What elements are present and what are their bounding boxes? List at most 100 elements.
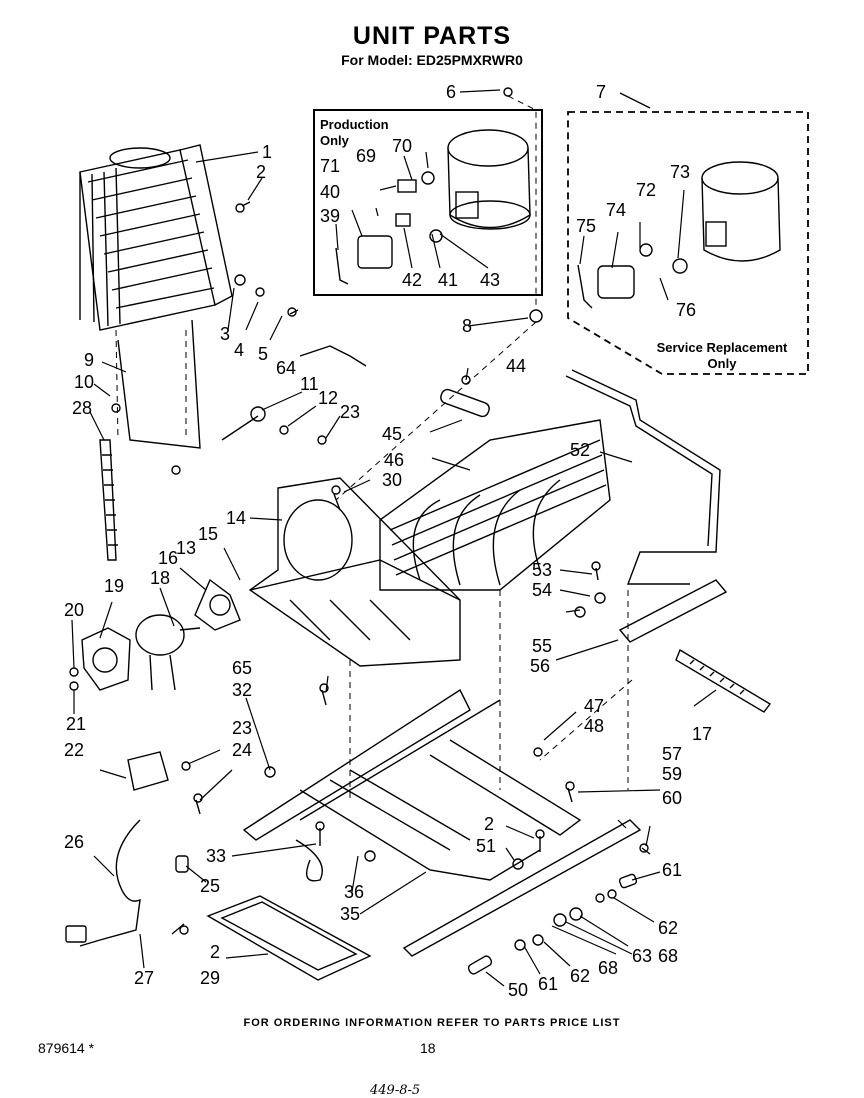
- callout-76: 76: [676, 300, 696, 320]
- condenser-coil: [79, 144, 233, 331]
- tie-strap: [675, 648, 772, 713]
- callout-23-2: 23: [232, 718, 252, 738]
- callout-25: 25: [200, 876, 220, 896]
- callout-14: 14: [226, 508, 246, 528]
- fan-shroud-base: [248, 477, 461, 667]
- callout-6: 6: [446, 82, 456, 102]
- drain-pan: [206, 895, 372, 981]
- production-label-line2: Only: [320, 133, 349, 148]
- callout-68-2: 68: [598, 958, 618, 978]
- document-number: 879614 *: [38, 1040, 95, 1056]
- callout-63: 63: [632, 946, 652, 966]
- callout-44: 44: [506, 356, 526, 376]
- callout-5: 5: [258, 344, 268, 364]
- bracket-22: [127, 751, 169, 791]
- power-cord: [79, 819, 141, 947]
- callout-9: 9: [84, 350, 94, 370]
- rail-56: [618, 579, 728, 643]
- callout-3: 3: [220, 324, 230, 344]
- production-only-label: Production Only: [320, 117, 389, 149]
- cap-69: [397, 179, 417, 193]
- heater-clip: [99, 439, 117, 561]
- callout-61: 61: [662, 860, 682, 880]
- part-64: [299, 345, 367, 367]
- callout-55: 55: [532, 636, 552, 656]
- model-subtitle: For Model: ED25PMXRWR0: [341, 52, 523, 68]
- callout-51: 51: [476, 836, 496, 856]
- callout-33: 33: [206, 846, 226, 866]
- callout-8: 8: [462, 316, 472, 336]
- callout-30: 30: [382, 470, 402, 490]
- base-frame: [242, 688, 642, 957]
- callout-56: 56: [530, 656, 550, 676]
- callout-1: 1: [262, 142, 272, 162]
- motor-bracket: [81, 627, 131, 691]
- callout-54: 54: [532, 580, 552, 600]
- production-label-line1: Production: [320, 117, 389, 132]
- screws: [69, 87, 651, 935]
- callout-12: 12: [318, 388, 338, 408]
- callout-50: 50: [508, 980, 528, 1000]
- callout-60: 60: [662, 788, 682, 808]
- terminal-70: [421, 171, 435, 185]
- callout-70: 70: [392, 136, 412, 156]
- part-73: [672, 258, 688, 274]
- callout-26: 26: [64, 832, 84, 852]
- connector-25: [175, 855, 189, 873]
- callout-24: 24: [232, 740, 252, 760]
- callout-32: 32: [232, 680, 252, 700]
- callout-53: 53: [532, 560, 552, 580]
- callout-65: 65: [232, 658, 252, 678]
- callout-18: 18: [150, 568, 170, 588]
- callout-35: 35: [340, 904, 360, 924]
- callout-52: 52: [570, 440, 590, 460]
- discharge-tube: [571, 369, 721, 585]
- callout-45: 45: [382, 424, 402, 444]
- callout-2-2: 2: [484, 814, 494, 834]
- grommet-8: [529, 309, 543, 323]
- drier: [440, 388, 490, 418]
- overload-clip-service: [577, 264, 593, 309]
- callout-46: 46: [384, 450, 404, 470]
- callout-28: 28: [72, 398, 92, 418]
- callout-20: 20: [64, 600, 84, 620]
- service-label-line2: Only: [707, 356, 737, 371]
- callout-15: 15: [198, 524, 218, 544]
- callout-2: 2: [256, 162, 266, 182]
- callout-72: 72: [636, 180, 656, 200]
- wire-33: [295, 839, 323, 882]
- page-title: UNIT PARTS: [352, 22, 512, 50]
- callout-7: 7: [596, 82, 606, 102]
- compressor-production: [447, 129, 531, 230]
- callout-16: 16: [158, 548, 178, 568]
- callout-36: 36: [344, 882, 364, 902]
- production-only-box: [313, 109, 543, 296]
- callout-68: 68: [658, 946, 678, 966]
- cover-43: [429, 229, 443, 243]
- callout-21: 21: [66, 714, 86, 734]
- callout-73: 73: [670, 162, 690, 182]
- callout-71: 71: [320, 156, 340, 176]
- callout-69: 69: [356, 146, 376, 166]
- callout-47: 47: [584, 696, 604, 716]
- callout-48: 48: [584, 716, 604, 736]
- callout-57: 57: [662, 744, 682, 764]
- overload-clip-production: [335, 247, 349, 285]
- callout-4: 4: [234, 340, 244, 360]
- callout-13: 13: [176, 538, 196, 558]
- callout-75: 75: [576, 216, 596, 236]
- callout-17: 17: [692, 724, 712, 744]
- part-72: [639, 243, 653, 257]
- callout-43: 43: [480, 270, 500, 290]
- handwritten-note: 449-8-5: [370, 1083, 421, 1098]
- callout-19: 19: [104, 576, 124, 596]
- callout-42: 42: [402, 270, 422, 290]
- ordering-note: FOR ORDERING INFORMATION REFER TO PARTS …: [243, 1017, 621, 1029]
- fan-motor: [135, 614, 201, 691]
- callout-11: 11: [300, 374, 319, 394]
- callout-62: 62: [658, 918, 678, 938]
- bracket-11: [221, 415, 259, 441]
- condenser-coil-46: [379, 419, 611, 591]
- callout-29: 29: [200, 968, 220, 988]
